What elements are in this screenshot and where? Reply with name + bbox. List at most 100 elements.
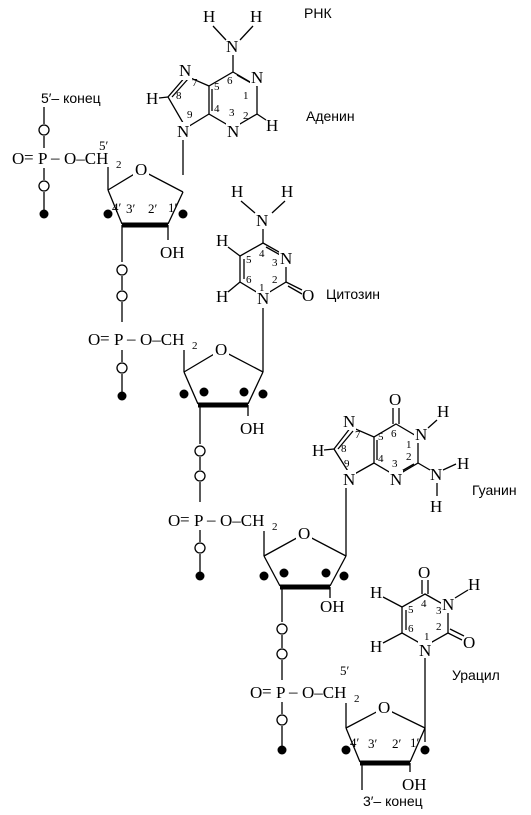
r1-prime-1: 1′: [168, 200, 178, 215]
p3-o-ch2: O–CH: [220, 511, 264, 530]
r4-oh: OH: [402, 775, 427, 794]
svg-text:2: 2: [436, 621, 442, 633]
svg-text:–: –: [126, 329, 136, 348]
svg-text:2: 2: [243, 110, 249, 122]
p1-o-double: O: [12, 149, 24, 168]
svg-text:3: 3: [229, 107, 235, 119]
adenine-h1: H: [203, 7, 215, 26]
ribose-4: O 4′ 3′ 2′ 1′ OH: [341, 698, 430, 794]
svg-text:=: =: [24, 148, 34, 167]
svg-text:–: –: [206, 510, 216, 529]
adenine-n7: N: [179, 61, 191, 80]
ribose-1: O 4′ 3′ 2′ 1′ OH: [103, 160, 188, 322]
r4-prime-3: 3′: [368, 736, 378, 751]
phosphate-2: O = P – O–CH 2: [88, 329, 198, 401]
ribose-3: O OH: [259, 524, 349, 680]
svg-text:3: 3: [436, 605, 442, 617]
cytosine-label: Цитозин: [326, 286, 380, 302]
p4-o-double: O: [250, 683, 262, 702]
adenine-structure: H H N N N N N H H 6 1 2 3 4 5 7 8 9: [146, 7, 278, 175]
r1-prime-3: 3′: [126, 201, 136, 216]
svg-text:–: –: [50, 148, 60, 167]
svg-text:=: =: [100, 329, 110, 348]
svg-text:5: 5: [246, 254, 252, 266]
svg-text:1: 1: [259, 282, 265, 294]
p3-phosphorus: P: [194, 511, 203, 530]
svg-text:=: =: [262, 682, 272, 701]
p4-phosphorus: P: [276, 683, 285, 702]
svg-text:–: –: [288, 682, 298, 701]
svg-text:7: 7: [355, 429, 361, 441]
uracil-o2: O: [463, 633, 475, 652]
cytosine-n3: N: [280, 249, 292, 268]
p1-phosphorus: P: [38, 149, 47, 168]
p2-ch2-sub: 2: [192, 340, 198, 352]
r4-prime-1: 1′: [410, 735, 420, 750]
uracil-h5: H: [370, 583, 382, 602]
adenine-n-amino: N: [226, 37, 238, 56]
cytosine-h5: H: [216, 231, 228, 250]
guanine-structure: N N N N O H N H H H 6 1 2 3 4 5 7 8 9: [312, 390, 469, 556]
svg-text:1: 1: [243, 90, 249, 102]
guanine-label: Гуанин: [472, 482, 517, 498]
svg-text:3: 3: [392, 458, 398, 470]
svg-text:1: 1: [406, 439, 412, 451]
svg-text:1: 1: [424, 631, 430, 643]
adenine-h2c: H: [266, 116, 278, 135]
guanine-h8: H: [312, 441, 324, 460]
p1-prime-5: 5′: [99, 138, 109, 153]
p3-o-double: O: [168, 511, 180, 530]
svg-text:8: 8: [176, 90, 182, 102]
guanine-h-amino2: H: [430, 497, 442, 516]
svg-text:8: 8: [341, 443, 347, 455]
adenine-n3: N: [227, 122, 239, 141]
adenine-h2: H: [250, 7, 262, 26]
r2-oh: OH: [240, 419, 265, 438]
guanine-h1: H: [437, 402, 449, 421]
r1-oh: OH: [160, 243, 185, 262]
uracil-structure: O N H O N H H 4 3 2 1 6 5: [370, 563, 480, 742]
p2-o-ch2: O–CH: [140, 330, 184, 349]
svg-text:4: 4: [421, 598, 427, 610]
svg-text:=: =: [180, 510, 190, 529]
svg-text:5: 5: [408, 604, 414, 616]
phosphate-4: O = P – O–CH 2 5′: [250, 663, 360, 755]
guanine-n9: N: [343, 470, 355, 489]
r1-prime-2: 2′: [148, 201, 158, 216]
r2-o: O: [215, 340, 227, 359]
uracil-label: Урацил: [452, 667, 500, 683]
svg-text:7: 7: [192, 77, 198, 89]
svg-text:6: 6: [408, 623, 414, 635]
adenine-n9: N: [177, 122, 189, 141]
guanine-n7: N: [343, 412, 355, 431]
cytosine-h2: H: [281, 182, 293, 201]
p1-o-ch2: O–CH: [64, 149, 108, 168]
guanine-n-amino: N: [430, 465, 442, 484]
adenine-label: Аденин: [306, 108, 355, 124]
adenine-h8: H: [146, 89, 158, 108]
phosphate-1: O = P – O–CH 2 5′: [12, 107, 122, 219]
svg-text:6: 6: [246, 274, 252, 286]
cytosine-o2: O: [302, 286, 314, 305]
guanine-n3: N: [390, 470, 402, 489]
r3-o: O: [298, 524, 310, 543]
uracil-h3: H: [468, 575, 480, 594]
r4-prime-4: 4′: [350, 735, 360, 750]
r4-o: O: [378, 698, 390, 717]
svg-text:4: 4: [259, 248, 265, 260]
svg-text:5: 5: [378, 431, 384, 443]
p4-prime-5: 5′: [340, 663, 350, 678]
svg-text:3: 3: [272, 257, 278, 269]
cytosine-h6: H: [216, 287, 228, 306]
r1-o: O: [135, 160, 147, 179]
uracil-n1: N: [419, 641, 431, 660]
p2-phosphorus: P: [114, 330, 123, 349]
five-prime-end-label: 5′– конец: [41, 90, 101, 106]
svg-text:5: 5: [214, 81, 220, 93]
diagram-title: РНК: [304, 5, 332, 21]
cytosine-n-amino: N: [256, 211, 268, 230]
p1-ch2-sub: 2: [116, 159, 122, 171]
svg-text:2: 2: [272, 274, 278, 286]
